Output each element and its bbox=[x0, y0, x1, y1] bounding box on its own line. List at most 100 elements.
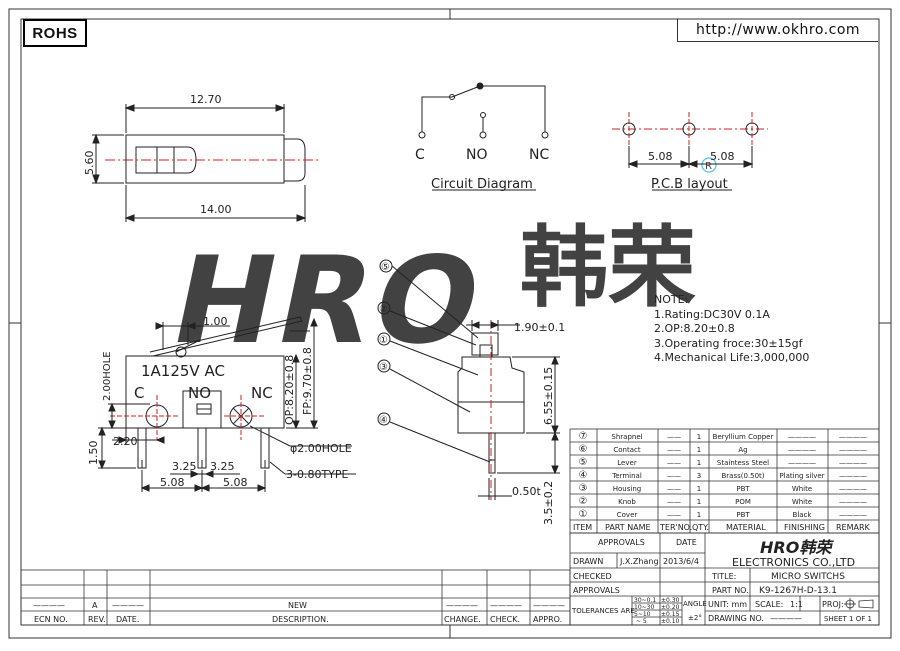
front-rating-text: 1A125V AC bbox=[141, 362, 225, 380]
tol-value: ±0.30 bbox=[661, 597, 680, 604]
bom-remark: ———— bbox=[839, 498, 867, 506]
front-dim-fp: FP:9.70±0.8 bbox=[301, 347, 314, 415]
bom-ter-no: —— bbox=[667, 459, 681, 467]
tb-approvals-header: APPROVALS bbox=[598, 538, 645, 547]
bom-part-name: Terminal bbox=[611, 472, 642, 480]
rev-check-value: ———— bbox=[490, 601, 522, 610]
bom-remark: ———— bbox=[839, 459, 867, 467]
front-dim-left-offset: 2.20 bbox=[113, 435, 138, 448]
registered-mark: R bbox=[705, 161, 712, 172]
bom-material: POM bbox=[735, 498, 751, 506]
bom-item-num: ① bbox=[579, 509, 588, 520]
watermark: HRO 韩荣 R bbox=[161, 157, 717, 371]
bom-part-name: Housing bbox=[613, 485, 641, 493]
bom-qty: 1 bbox=[697, 446, 701, 454]
registered-icon bbox=[701, 157, 717, 173]
tb-scale-value: 1:1 bbox=[790, 600, 803, 609]
pcb-caption: P.C.B layout bbox=[651, 177, 728, 192]
circuit-caption: Circuit Diagram bbox=[431, 177, 533, 192]
circuit-label-nc: NC bbox=[529, 147, 549, 163]
tb-company-name: ELECTRONICS CO.,LTD bbox=[732, 556, 855, 569]
website-url[interactable]: http://www.okhro.com bbox=[677, 19, 878, 42]
tb-title-label: TITLE: bbox=[711, 572, 736, 581]
rohs-badge: ROHS bbox=[23, 19, 87, 47]
rev-header-rev: REV. bbox=[88, 615, 106, 624]
bom-remark: ———— bbox=[839, 472, 867, 480]
tb-drawn-by: J.X.Zhang bbox=[619, 557, 659, 566]
rev-header-change: CHANGE. bbox=[444, 615, 481, 624]
front-dim-pitch-a: 3.25 bbox=[172, 460, 197, 473]
tb-title-value: MICRO SWITCHS bbox=[771, 572, 845, 582]
rev-header-check: CHECK. bbox=[490, 615, 520, 624]
side-view bbox=[377, 259, 560, 500]
circuit-diagram bbox=[418, 82, 549, 191]
callout-terminal: ④ bbox=[379, 415, 388, 426]
tb-tolerances-label: TOLERANCES ARE bbox=[571, 607, 635, 615]
rev-change-value: ———— bbox=[446, 601, 478, 610]
front-terminal-c: C bbox=[134, 384, 144, 402]
bom-qty: 1 bbox=[697, 459, 701, 467]
front-dim-pitch-b: 3.25 bbox=[210, 460, 235, 473]
tb-drawing-no-label: DRAWING NO. bbox=[708, 614, 764, 623]
front-dim-op: OP:8.20±0.8 bbox=[283, 355, 296, 425]
pcb-dim-right: 5.08 bbox=[710, 150, 735, 163]
callout-knob: ② bbox=[379, 304, 388, 315]
top-view bbox=[92, 104, 318, 222]
front-view bbox=[98, 316, 356, 492]
tb-scale-label: SCALE: bbox=[755, 600, 783, 609]
tb-tolerance-ranges: 30~0.1 10~30 5~10 ~ 5 ±0.30 ±0.20 ±0.15 … bbox=[634, 597, 680, 625]
front-dim-hole-height: 2.00HOLE bbox=[102, 351, 113, 401]
pcb-layout bbox=[612, 112, 768, 191]
bom-finishing: ———— bbox=[788, 446, 816, 454]
tol-range: 10~30 bbox=[634, 604, 654, 611]
tb-drawn-date: 2013/6/4 bbox=[663, 557, 699, 566]
front-dim-top-offset: 1.00 bbox=[203, 315, 228, 328]
bom-ter-no: —— bbox=[667, 485, 681, 493]
tol-range: 30~0.1 bbox=[634, 597, 656, 604]
front-dim-span-b: 5.08 bbox=[223, 476, 248, 489]
title-block bbox=[569, 532, 880, 626]
rev-desc-value: NEW bbox=[288, 601, 307, 610]
bom-remark: ———— bbox=[839, 433, 867, 441]
front-dim-hole-dia: φ2.00HOLE bbox=[290, 442, 352, 455]
revision-block bbox=[20, 569, 571, 626]
side-dim-pin-length: 3.5±0.2 bbox=[542, 481, 555, 525]
tb-part-no-value: K9-1267H-D-13.1 bbox=[759, 586, 837, 596]
bom-part-name: Shrapnel bbox=[611, 433, 642, 441]
bom-remark: ———— bbox=[839, 485, 867, 493]
note-line: 2.OP:8.20±0.8 bbox=[654, 322, 735, 336]
tol-value: ±0.15 bbox=[661, 611, 680, 618]
rev-ecn-value: ———— bbox=[33, 601, 65, 610]
bom-item-num: ⑤ bbox=[579, 457, 588, 468]
tb-sheet: SHEET 1 OF 1 bbox=[824, 615, 872, 623]
bom-finishing: White bbox=[792, 498, 812, 506]
tb-part-no-label: PART NO. bbox=[712, 586, 749, 595]
tb-angle-value: ±2° bbox=[688, 614, 702, 622]
bom-header-finishing: FINISHING bbox=[784, 523, 825, 532]
bom-header-remark: REMARK bbox=[836, 523, 871, 532]
bom-finishing: Plating silver bbox=[779, 472, 824, 480]
bom-finishing: ———— bbox=[788, 459, 816, 467]
bom-header-material: MATERIAL bbox=[726, 523, 766, 532]
bom-qty: 3 bbox=[697, 472, 701, 480]
bom-remark: ———— bbox=[839, 446, 867, 454]
bom-ter-no: —— bbox=[667, 446, 681, 454]
bom-qty: 1 bbox=[697, 498, 701, 506]
bom-item-num: ② bbox=[579, 496, 588, 507]
side-dim-knob: 1.90±0.1 bbox=[514, 321, 565, 334]
bom-header-item: ITEM bbox=[573, 523, 592, 532]
rev-header-date: DATE. bbox=[116, 615, 139, 624]
circuit-label-c: C bbox=[415, 147, 425, 163]
notes-title: NOTE: bbox=[654, 293, 689, 306]
watermark-latin: HRO bbox=[161, 230, 498, 370]
rev-date-value: ———— bbox=[112, 601, 144, 610]
tb-unit: UNIT: mm bbox=[708, 600, 747, 609]
